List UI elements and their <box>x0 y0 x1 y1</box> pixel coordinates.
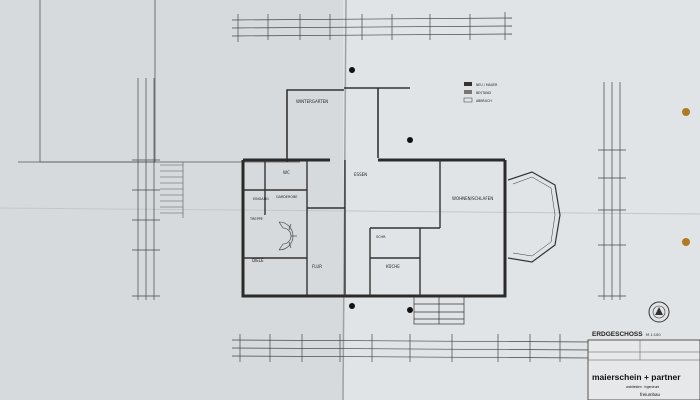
firm-subtitle: architekten · ingenieure <box>626 385 660 389</box>
legend-row-2: BESTAND <box>476 91 491 95</box>
room-label-diele: DIELE <box>252 258 264 263</box>
room-label-essen: ESSEN <box>354 172 367 177</box>
title-block: maierschein + partner architekten · inge… <box>587 339 700 400</box>
dimension-chain-top <box>231 12 513 42</box>
room-label-treppe: TREPPE <box>249 217 263 221</box>
terrace-hatch-left <box>160 162 184 218</box>
punch-hole-top <box>682 108 690 116</box>
room-label-wc: WC <box>283 170 290 175</box>
section-markers <box>349 67 413 313</box>
punch-hole-bottom <box>682 238 690 246</box>
room-label-eingang: EINGANG <box>253 197 269 201</box>
room-label-wohnen-schlafen: WOHNEN/SCHLAFEN <box>452 196 493 201</box>
project-line: freiumbau <box>640 392 661 397</box>
paper-left <box>0 0 350 400</box>
seal-stamp <box>648 301 670 323</box>
plan-scale: M 1:100 <box>646 333 661 337</box>
dimension-chain-left <box>132 78 160 300</box>
dimension-chain-bottom <box>231 334 593 362</box>
paper-right <box>343 0 700 400</box>
floor-title: ERDGESCHOSS <box>592 331 643 338</box>
dimension-chain-right <box>598 82 626 300</box>
room-label-kueche: KÜCHE <box>386 264 400 269</box>
building-outer-walls <box>241 158 507 298</box>
entrance-steps <box>413 295 465 325</box>
legend-row-1: NEU / MAUER <box>476 83 498 87</box>
staircase <box>278 221 297 251</box>
paper-crease-horizontal <box>0 207 700 215</box>
site-frame <box>18 0 300 163</box>
legend-row-3: ABBRUCH <box>476 99 492 103</box>
room-label-flur: FLUR <box>312 264 322 269</box>
building-inner-walls <box>243 160 441 296</box>
room-label-schrank: SCHR. <box>376 235 386 239</box>
bay-window-right <box>507 171 561 263</box>
legend: NEU / MAUER BESTAND ABBRUCH <box>463 82 498 103</box>
room-label-wintergarten: WINTERGARTEN <box>296 99 328 104</box>
room-label-garderobe: GARDEROBE <box>276 195 298 199</box>
firm-name: maierschein + partner <box>592 372 681 382</box>
wintergarten-outline <box>286 87 410 162</box>
